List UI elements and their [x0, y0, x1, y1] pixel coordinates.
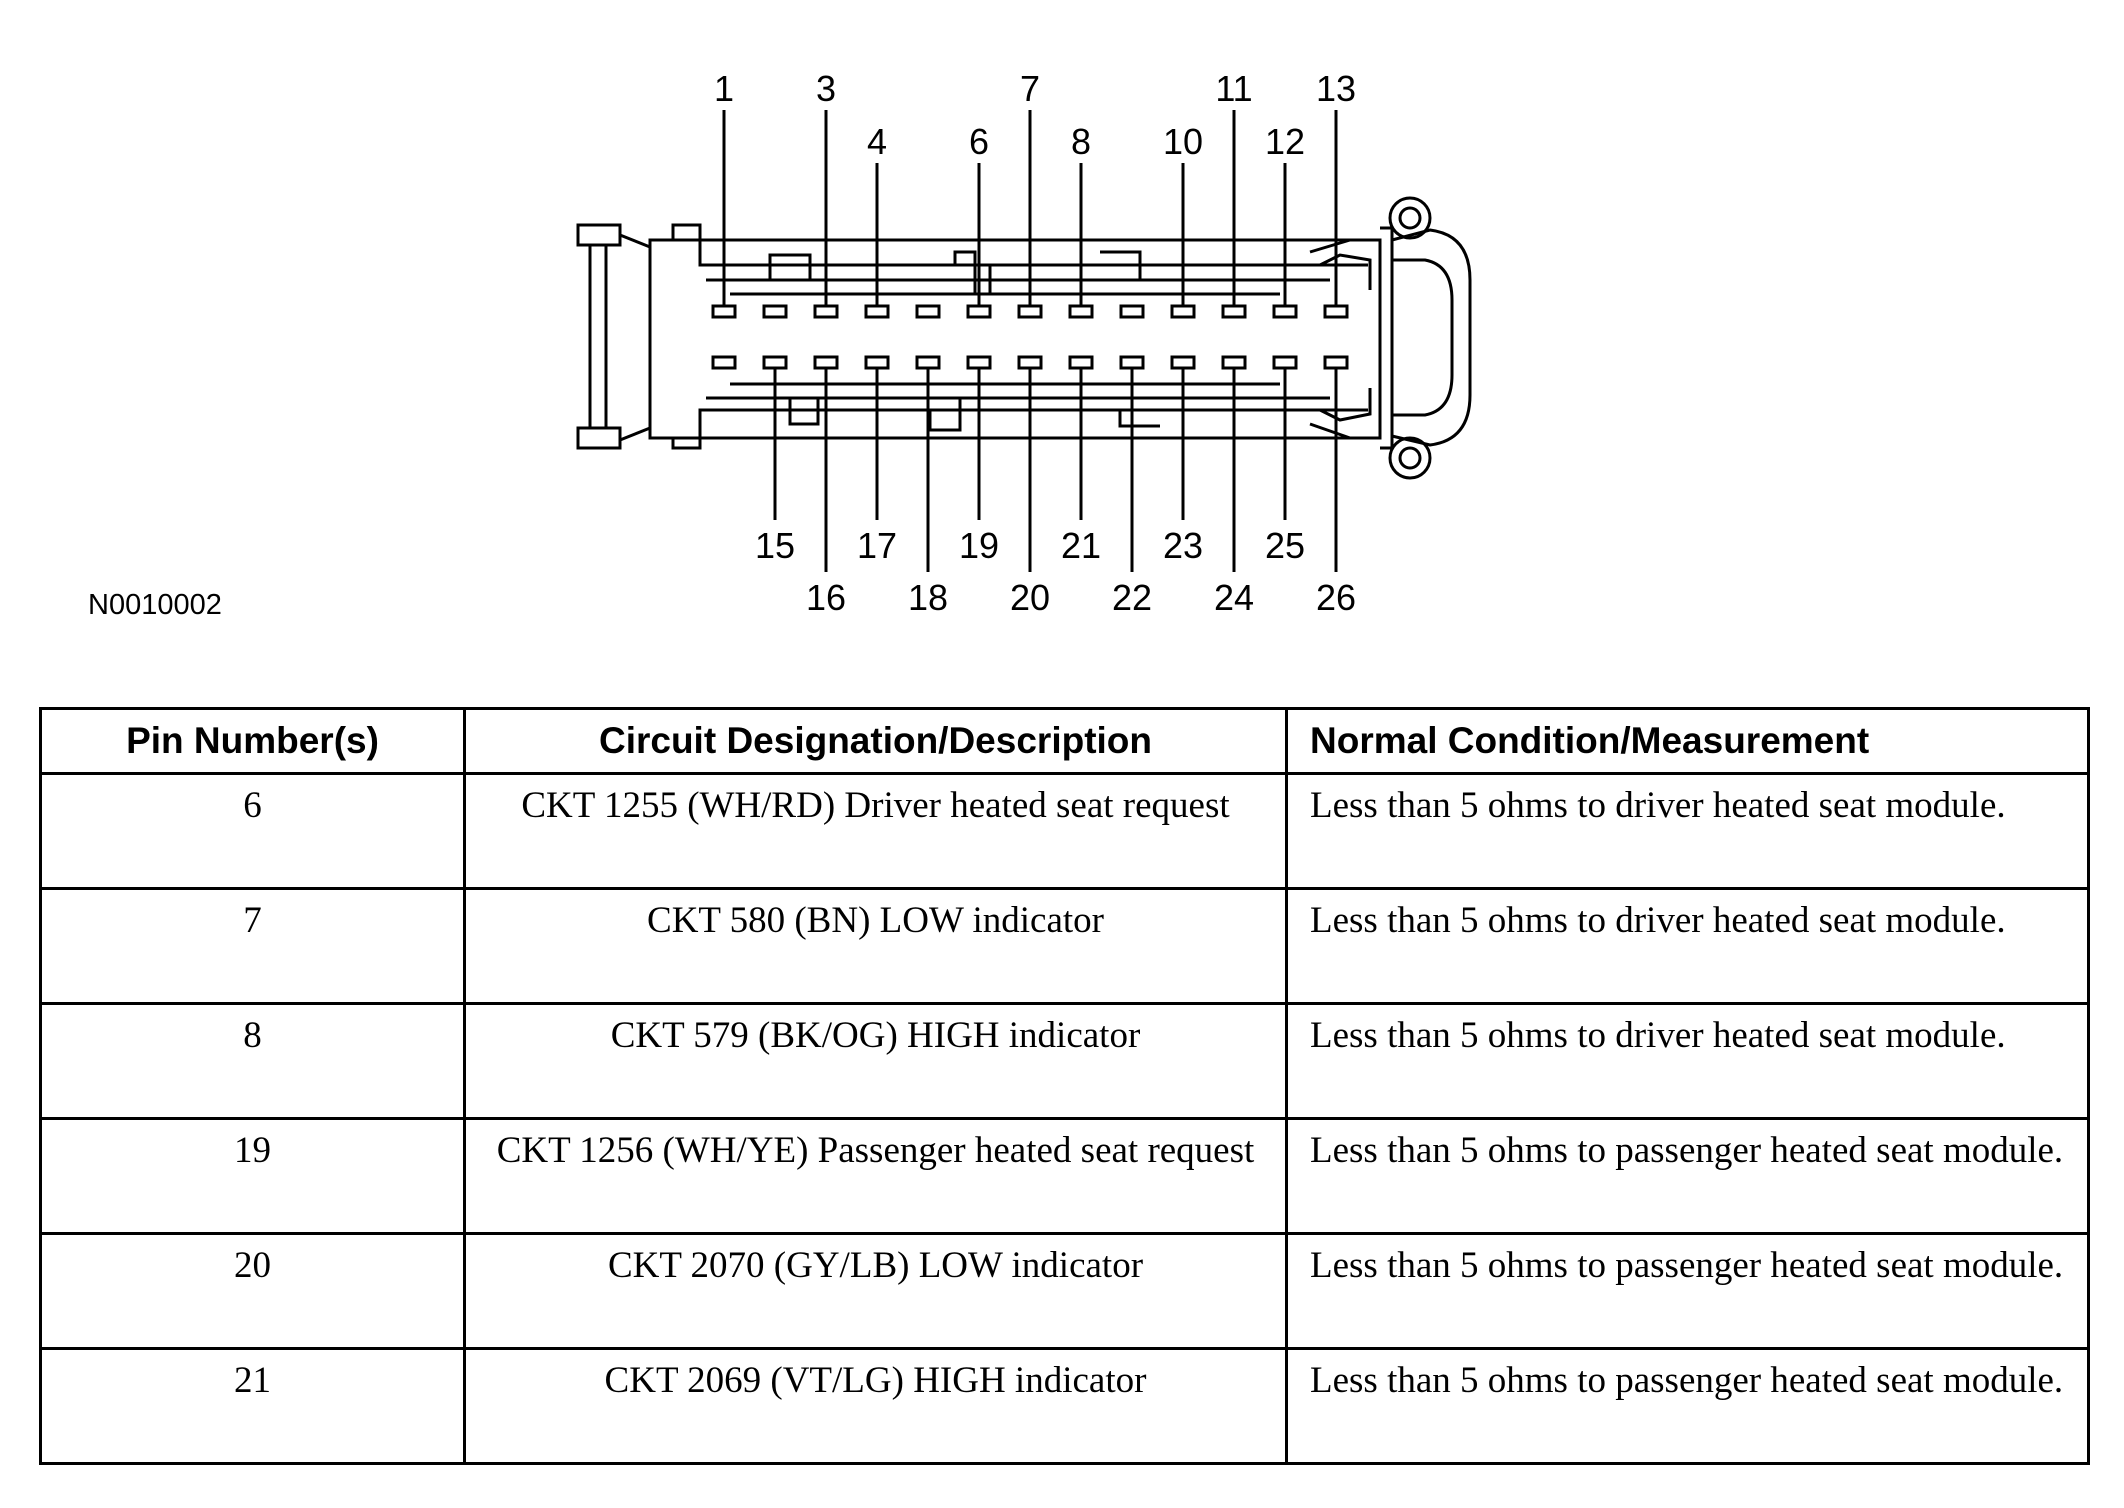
pin-label-8: 8	[1071, 121, 1091, 162]
pin-label-17: 17	[857, 525, 897, 566]
pin-number-cell: 7	[39, 887, 466, 1005]
pin-label-25: 25	[1265, 525, 1305, 566]
table-row: 19 CKT 1256 (WH/YE) Passenger heated sea…	[39, 1117, 2090, 1235]
figure-code: N0010002	[88, 589, 222, 621]
pin-label-1: 1	[714, 68, 734, 109]
header-pin-numbers: Pin Number(s)	[39, 707, 466, 775]
measurement-cell: Less than 5 ohms to driver heated seat m…	[1285, 1002, 2090, 1120]
measurement-cell: Less than 5 ohms to passenger heated sea…	[1285, 1117, 2090, 1235]
pin-label-15: 15	[755, 525, 795, 566]
pin-table: Pin Number(s) Circuit Designation/Descri…	[39, 707, 2090, 1465]
cavity-bottom-4	[864, 355, 890, 370]
cavity-top-8	[1068, 304, 1094, 319]
pin-label-24: 24	[1214, 577, 1254, 618]
measurement-cell: Less than 5 ohms to passenger heated sea…	[1285, 1347, 2090, 1465]
pin-leader-lines	[722, 110, 1338, 572]
measurement-cell: Less than 5 ohms to driver heated seat m…	[1285, 887, 2090, 1005]
pin-label-18: 18	[908, 577, 948, 618]
cavity-bottom-6	[966, 355, 992, 370]
cavity-top-4	[864, 304, 890, 319]
cavity-top-2	[762, 304, 788, 319]
cavity-top-7	[1017, 304, 1043, 319]
cavity-top-1	[711, 304, 737, 319]
cavity-bottom-1	[711, 355, 737, 370]
table-row: 7 CKT 580 (BN) LOW indicator Less than 5…	[39, 887, 2090, 1005]
connector-right-lock	[1380, 196, 1472, 480]
cavity-bottom-9	[1119, 355, 1145, 370]
header-circuit-designation: Circuit Designation/Description	[463, 707, 1288, 775]
connector-left-latch	[576, 223, 652, 450]
cavity-top-6	[966, 304, 992, 319]
cavity-top-11	[1221, 304, 1247, 319]
cavity-top-13	[1323, 304, 1349, 319]
cavity-top-3	[813, 304, 839, 319]
pin-label-11: 11	[1215, 68, 1252, 109]
pin-label-7: 7	[1020, 68, 1040, 109]
pin-label-22: 22	[1112, 577, 1152, 618]
cavity-top-10	[1170, 304, 1196, 319]
header-normal-condition: Normal Condition/Measurement	[1285, 707, 2090, 775]
pin-number-cell: 8	[39, 1002, 466, 1120]
pin-label-12: 12	[1265, 121, 1305, 162]
cavity-bottom-3	[813, 355, 839, 370]
pin-label-13: 13	[1316, 68, 1356, 109]
cavity-bottom-13	[1323, 355, 1349, 370]
pin-number-cell: 6	[39, 772, 466, 890]
table-row: 6 CKT 1255 (WH/RD) Driver heated seat re…	[39, 772, 2090, 890]
pin-number-cell: 21	[39, 1347, 466, 1465]
pin-label-20: 20	[1010, 577, 1050, 618]
pin-label-3: 3	[816, 68, 836, 109]
measurement-cell: Less than 5 ohms to driver heated seat m…	[1285, 772, 2090, 890]
pin-label-4: 4	[867, 121, 887, 162]
cavity-bottom-12	[1272, 355, 1298, 370]
circuit-description-cell: CKT 2069 (VT/LG) HIGH indicator	[463, 1347, 1288, 1465]
table-row: 8 CKT 579 (BK/OG) HIGH indicator Less th…	[39, 1002, 2090, 1120]
table-header-row: Pin Number(s) Circuit Designation/Descri…	[39, 707, 2090, 775]
cavity-top-5	[915, 304, 941, 319]
cavity-bottom-5	[915, 355, 941, 370]
pin-number-cell: 19	[39, 1117, 466, 1235]
pin-label-26: 26	[1316, 577, 1356, 618]
circuit-description-cell: CKT 580 (BN) LOW indicator	[463, 887, 1288, 1005]
cavity-top-12	[1272, 304, 1298, 319]
cavity-top-9	[1119, 304, 1145, 319]
pin-label-23: 23	[1163, 525, 1203, 566]
circuit-description-cell: CKT 2070 (GY/LB) LOW indicator	[463, 1232, 1288, 1350]
pin-cavities	[711, 304, 1349, 370]
pin-label-16: 16	[806, 577, 846, 618]
table-row: 20 CKT 2070 (GY/LB) LOW indicator Less t…	[39, 1232, 2090, 1350]
cavity-bottom-11	[1221, 355, 1247, 370]
pin-label-21: 21	[1061, 525, 1101, 566]
cavity-bottom-2	[762, 355, 788, 370]
pin-number-cell: 20	[39, 1232, 466, 1350]
table-row: 21 CKT 2069 (VT/LG) HIGH indicator Less …	[39, 1347, 2090, 1465]
cavity-bottom-10	[1170, 355, 1196, 370]
circuit-description-cell: CKT 579 (BK/OG) HIGH indicator	[463, 1002, 1288, 1120]
pin-label-19: 19	[959, 525, 999, 566]
pin-label-10: 10	[1163, 121, 1203, 162]
cavity-bottom-8	[1068, 355, 1094, 370]
cavity-bottom-7	[1017, 355, 1043, 370]
circuit-description-cell: CKT 1255 (WH/RD) Driver heated seat requ…	[463, 772, 1288, 890]
connector-housing	[648, 223, 1382, 450]
circuit-description-cell: CKT 1256 (WH/YE) Passenger heated seat r…	[463, 1117, 1288, 1235]
measurement-cell: Less than 5 ohms to passenger heated sea…	[1285, 1232, 2090, 1350]
pin-label-6: 6	[969, 121, 989, 162]
